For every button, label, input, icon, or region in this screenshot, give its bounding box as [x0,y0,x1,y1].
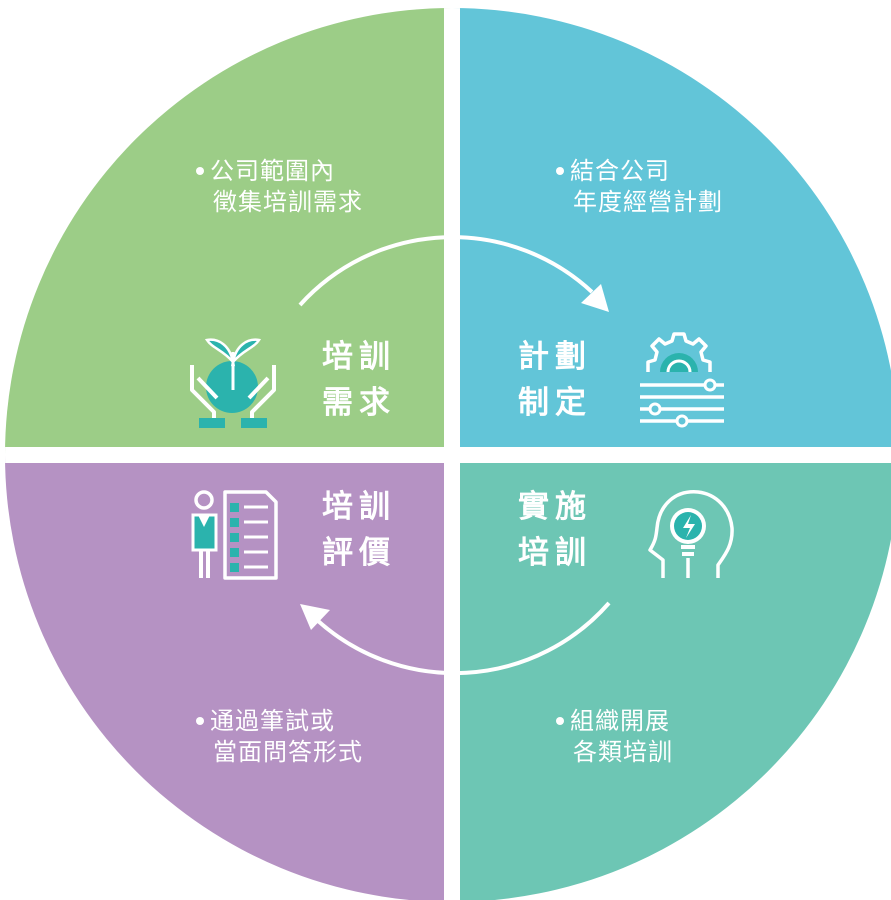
needs-description: 公司範圍內 徵集培訓需求 [196,156,363,218]
planning-description-line-1: 結合公司 [570,157,670,185]
evaluation-description-line-1: 通過筆試或 [210,707,335,735]
needs-description-line-1: 公司範圍內 [210,157,335,185]
person-with-checklist-icon [191,490,278,580]
hands-with-plant-icon [190,338,276,428]
evaluation-title: 培訓 評價 [322,484,396,576]
planning-title-line-1: 計劃 [518,339,592,375]
evaluation-title-line-2: 評價 [322,535,396,571]
implementation-title-line-2: 培訓 [518,535,592,571]
evaluation-title-line-1: 培訓 [322,489,396,525]
head-with-lightbulb-icon [648,490,734,578]
implementation-title-line-1: 實施 [518,489,592,525]
top-arrowhead-icon [581,284,609,312]
planning-description: 結合公司 年度經營計劃 [556,156,723,218]
needs-title-line-2: 需求 [322,385,396,421]
bottom-arc-arrow [315,601,611,676]
bullet-icon [556,716,564,725]
bullet-icon [196,166,204,175]
evaluation-description-line-2: 當面問答形式 [213,738,363,766]
bullet-icon [196,716,204,725]
evaluation-description: 通過筆試或 當面問答形式 [196,706,363,768]
gear-with-sliders-icon [640,332,724,428]
implementation-description-line-1: 組織開展 [570,707,670,735]
planning-title-line-2: 制定 [518,385,592,421]
bottom-arrowhead-icon [300,604,330,630]
planning-title: 計劃 制定 [518,334,592,426]
planning-description-line-2: 年度經營計劃 [573,188,723,216]
horizontal-divider [5,447,891,463]
needs-title-line-1: 培訓 [322,339,396,375]
needs-title: 培訓 需求 [322,334,396,426]
needs-description-line-2: 徵集培訓需求 [213,188,363,216]
implementation-description: 組織開展 各類培訓 [556,706,673,768]
implementation-title: 實施 培訓 [518,484,592,576]
bullet-icon [556,166,564,175]
top-arc-arrow [298,235,594,307]
implementation-description-line-2: 各類培訓 [573,738,673,766]
